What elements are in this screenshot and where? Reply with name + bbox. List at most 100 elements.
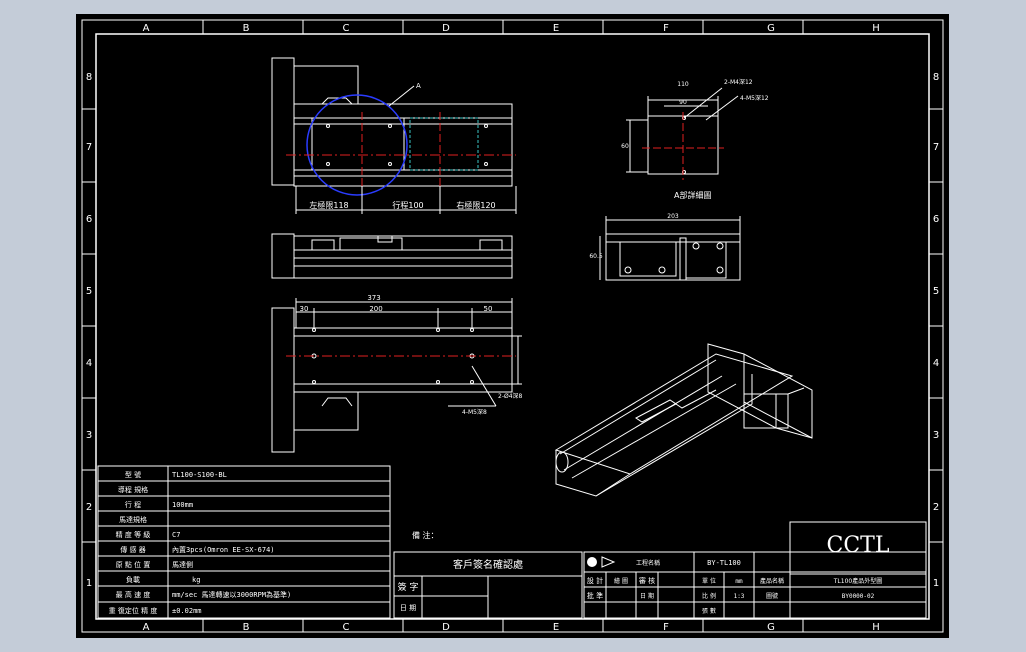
dim-detail-inner: 90 xyxy=(679,99,687,106)
zone-letter-bottom-g: G xyxy=(767,622,775,633)
dim-side-length: 203 xyxy=(667,213,679,220)
dim-left-travel: 左極限118 xyxy=(309,200,348,210)
spec-label-speed: 最 高 速 度 xyxy=(116,590,151,599)
zone-number-left-5: 5 xyxy=(86,286,92,297)
confirm-header: 客戶簽名確認處 xyxy=(453,558,523,571)
dim-side-height: 60.5 xyxy=(589,253,603,260)
zone-letter-top-h: H xyxy=(872,23,880,34)
zone-number-right-1: 1 xyxy=(933,578,939,589)
zone-letter-top-f: F xyxy=(663,23,669,34)
tb-material: 產品名稱 xyxy=(760,577,784,585)
detail-title: A部詳細圖 xyxy=(674,190,711,200)
side-view xyxy=(271,233,513,279)
zone-letter-bottom-h: H xyxy=(872,622,880,633)
spec-value-model: TL100-S100-BL xyxy=(172,471,227,479)
detail-a-circle xyxy=(306,94,408,196)
dim-stroke: 行程100 xyxy=(392,200,423,210)
tb-scale-val: 1:3 xyxy=(734,593,745,600)
zone-number-left-6: 6 xyxy=(86,214,92,225)
spec-value-stroke: 100mm xyxy=(172,501,193,509)
isometric-view xyxy=(554,343,813,497)
spec-table-grid xyxy=(97,465,391,619)
spec-label-origin: 原 點 位 置 xyxy=(116,560,151,569)
zone-letter-bottom-c: C xyxy=(343,622,350,633)
tb-approve: 批 準 xyxy=(587,591,603,600)
zone-letter-top-d: D xyxy=(442,23,450,34)
tb-sheets: 張 數 xyxy=(702,607,716,615)
dim-overall-length: 373 xyxy=(367,294,380,302)
tb-date: 日 期 xyxy=(640,592,654,600)
zone-letter-bottom-d: D xyxy=(442,622,450,633)
spec-label-motor: 馬達規格 xyxy=(119,515,147,524)
dim-pitch-200: 200 xyxy=(369,305,382,313)
bottom-dim-lines xyxy=(295,298,513,407)
spec-label-model: 型 號 xyxy=(125,470,141,479)
confirm-grid xyxy=(393,551,583,619)
hole-note-2: 4-M5深12 xyxy=(740,94,769,102)
zone-number-right-4: 4 xyxy=(933,358,939,369)
hole-note-4: 2-Ø4深8 xyxy=(498,392,523,400)
spec-label-stroke: 行 程 xyxy=(125,500,141,509)
zone-letter-bottom-f: F xyxy=(663,622,669,633)
top-view xyxy=(271,57,513,187)
spec-label-sensor: 傳 感 器 xyxy=(120,545,145,554)
tb-unit-val: mm xyxy=(735,578,743,585)
tb-design: 設 計 xyxy=(587,576,603,585)
zone-number-left-4: 4 xyxy=(86,358,92,369)
tb-drawing-no-val: BY0000-02 xyxy=(842,593,875,600)
hole-note-1: 2-M4深12 xyxy=(724,78,753,86)
zone-number-right-3: 3 xyxy=(933,430,939,441)
zone-letter-top-b: B xyxy=(243,23,250,34)
tb-drawn: 繪 圖 xyxy=(614,577,628,585)
tb-unit: 單 位 xyxy=(702,577,716,585)
tb-check: 審 核 xyxy=(639,576,655,585)
zone-number-right-8: 8 xyxy=(933,72,939,83)
top-dim-lines xyxy=(295,186,517,214)
zone-letter-bottom-e: E xyxy=(553,622,559,633)
zone-number-right-7: 7 xyxy=(933,142,939,153)
zone-number-left-3: 3 xyxy=(86,430,92,441)
zone-number-right-2: 2 xyxy=(933,502,939,513)
note-label: 備 注： xyxy=(412,530,439,540)
zone-letter-top-e: E xyxy=(553,23,559,34)
dim-detail-width: 110 xyxy=(677,81,689,88)
brand-logo-text: CCTL xyxy=(827,533,890,558)
spec-value-speed: mm/sec 馬達轉速以3000RPM為基準) xyxy=(172,590,291,599)
confirm-date: 日 期 xyxy=(400,604,416,612)
drawing-sheet: A B C D E F G H A B C D E F G H 8 7 6 5 … xyxy=(76,14,949,638)
end-view xyxy=(599,216,741,281)
zone-letter-top-a: A xyxy=(143,23,150,34)
dim-end-50: 50 xyxy=(484,305,493,313)
spec-label-lead: 導程 規格 xyxy=(118,485,148,494)
spec-value-sensor: 內置3pcs(Omron EE-SX-674) xyxy=(172,545,275,554)
spec-value-origin: 馬達側 xyxy=(172,560,193,569)
cad-drawing: A B C D E F G H A B C D E F G H 8 7 6 5 … xyxy=(81,19,944,633)
dim-end-30: 30 xyxy=(300,305,309,313)
zone-letter-top-c: C xyxy=(343,23,350,34)
zone-letter-bottom-b: B xyxy=(243,622,250,633)
dim-detail-height: 60 xyxy=(621,143,629,150)
company-label: 工程名稱 xyxy=(636,559,660,567)
zone-number-left-7: 7 xyxy=(86,142,92,153)
zone-number-left-1: 1 xyxy=(86,578,92,589)
confirm-sign: 簽 字 xyxy=(398,581,419,593)
dim-right-travel: 右極限120 xyxy=(456,200,495,210)
zone-ticks xyxy=(82,20,943,632)
title-block-grid xyxy=(583,521,927,619)
spec-label-accuracy: 精 度 等 級 xyxy=(116,530,151,539)
spec-value-load: kg xyxy=(192,576,200,584)
company-logo-icon xyxy=(587,557,597,567)
tb-drawing-no: 圖號 xyxy=(766,592,778,600)
zone-letter-bottom-a: A xyxy=(143,622,150,633)
spec-label-repeatability: 重 復定位 精 度 xyxy=(109,606,158,615)
zone-number-left-2: 2 xyxy=(86,502,92,513)
company-logo-arrow-icon xyxy=(601,556,616,568)
zone-number-right-6: 6 xyxy=(933,214,939,225)
spec-value-repeatability: ±0.02mm xyxy=(172,607,202,615)
zone-number-left-8: 8 xyxy=(86,72,92,83)
callout-label: A xyxy=(416,82,421,90)
tb-product: TL100產品外型圖 xyxy=(833,577,882,585)
zone-letter-top-g: G xyxy=(767,23,775,34)
hole-note-3: 4-M5深8 xyxy=(462,408,487,416)
zone-number-right-5: 5 xyxy=(933,286,939,297)
